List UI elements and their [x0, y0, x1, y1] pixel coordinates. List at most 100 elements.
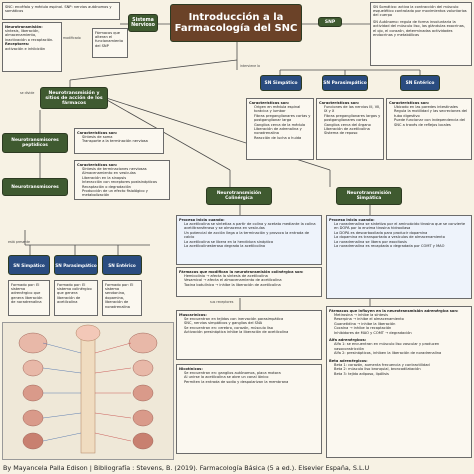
list-item: La acetilcolinesterasa degrada la acetil…: [184, 244, 319, 248]
nicotinicos-title: Nicotínicos:: [179, 366, 203, 371]
enterico-header: SN Entérico: [400, 75, 440, 91]
list-item: Ganglios cerca del órgano: [324, 123, 381, 127]
muscarinicos-title: Muscarínicos:: [179, 312, 207, 317]
list-item: Recaptación o degradación: [82, 185, 167, 189]
colinergica-label: Neurotransmisión Colinérgica: [216, 191, 262, 201]
list-item: Vesamicol → afecta el almacenamiento de …: [184, 278, 319, 282]
list-item: Regula la motilidad y las secreciones de…: [394, 109, 469, 118]
simpatica-proceso-box: Proceso inicia cuando: La noradrenalina …: [326, 215, 472, 299]
sn-somatico-text: SN Somático: activa la contracción del m…: [373, 4, 467, 18]
list-item: Ubicado en las paredes intestinales: [394, 105, 469, 109]
fundamental-text: Fármacos que alteran el funcionamiento d…: [95, 30, 124, 48]
formado-simpatico-box: Formado por: El sistema adrenérgico que …: [8, 280, 50, 316]
neurotransmision-accion-label: Neurotransmisión y sitios de acción de l…: [45, 90, 103, 106]
formado-simpatico-text: Formado por: El sistema adrenérgico que …: [11, 282, 43, 305]
list-item: Permiten la entrada de sodio y despolari…: [184, 380, 319, 384]
list-item: Sistema de reposo: [324, 131, 381, 135]
enterico-box-title: Características son:: [389, 100, 430, 105]
list-item: Inhibidores de MAO y COMT → degradación: [334, 331, 469, 335]
list-item: Guanetidina → inhibe la liberación: [334, 322, 469, 326]
enterico-label-2: SN Entérico: [108, 262, 136, 268]
list-item: Síntesis de terminaciones nerviosas: [82, 167, 167, 171]
neurotransmision-accion-header: Neurotransmisión y sitios de acción de l…: [40, 87, 108, 109]
footer-credits: By Mayancela Palla Edison | Bibliografía…: [3, 464, 370, 472]
title-banner: Introducción a la Farmacología del SNC: [170, 4, 302, 42]
colinergica-proceso-box: Proceso inicia cuando: La acetilcolina s…: [176, 215, 322, 265]
list-item: Síntesis de soma: [82, 135, 161, 139]
receptores-heading: Receptores:: [5, 42, 30, 47]
simpatica-label: Neurotransmisión Simpática: [346, 191, 392, 201]
list-item: La noradrenalina se libera por exocitosi…: [334, 240, 469, 244]
peptidicos-header: Neurotransmisores peptídicos: [2, 133, 68, 153]
neurotransmisores-caract: Características son:: [77, 162, 118, 167]
simpatico-label-2: SN Simpático: [13, 262, 45, 268]
peptidicos-label: Neurotransmisores peptídicos: [11, 138, 59, 148]
list-item: La noradrenalina se sintetiza por el ami…: [334, 222, 469, 231]
list-item: Fibras preganglionares cortas y postgang…: [254, 114, 311, 123]
simpatica-proceso-title: Proceso inicia cuando:: [329, 217, 375, 222]
simpatico-header-2: SN Simpático: [8, 255, 50, 275]
simpatica-header: Neurotransmisión Simpática: [336, 187, 402, 205]
colinergica-farmacos-box: Fármacos que modifican la neurotransmisi…: [176, 267, 322, 297]
colinergica-header: Neurotransmisión Colinérgica: [206, 187, 272, 205]
simpatico-header: SN Simpático: [260, 75, 302, 91]
list-item: Puede funcionar con independencia del SN…: [394, 118, 469, 127]
neurotransmisores-box: Características son: Síntesis de termina…: [74, 160, 170, 200]
sistema-nervioso-label: Sistema Nervioso: [131, 18, 155, 28]
snp-header: SNP: [318, 17, 342, 27]
list-item: Toxina botulínica → inhibe la liberación…: [184, 283, 319, 287]
formado-parasimpatico-box: Formado por: El sistema colinérgico que …: [54, 280, 98, 316]
list-item: Beta 3: tejido adiposo, lipólisis: [334, 372, 469, 376]
parasimpatico-label: SN Parasimpático: [323, 80, 367, 86]
list-item: Beta 1: corazón, aumenta frecuencia y co…: [334, 363, 469, 367]
list-item: Transporte a la terminación nerviosa: [82, 139, 161, 143]
beta-title: Beta adrenérgicos:: [329, 358, 368, 363]
neurotransmission-info-box: Neurotransmisión: síntesis, liberación, …: [2, 22, 62, 72]
list-item: Al unirse la acetilcolina se abre un can…: [184, 375, 319, 379]
parasimpatico-label-2: SN Parasimpático: [55, 262, 97, 268]
list-item: Almacenamiento en vesículas: [82, 171, 167, 175]
neurotransmission-text: síntesis, liberación, almacenamiento, in…: [5, 28, 54, 42]
formado-enterico-box: Formado por: El sistema serotonina, dopa…: [102, 280, 142, 316]
list-item: Ganglios cerca de la médula: [254, 123, 311, 127]
neurotransmisores-header: Neurotransmisores: [2, 178, 68, 196]
title-line-1: Introducción a la: [188, 12, 284, 23]
peptidicos-box: Características son: Síntesis de soma Tr…: [74, 128, 164, 154]
list-item: Activación presináptica inhibe la libera…: [184, 330, 319, 334]
list-item: Cocaína → inhibe la recaptación: [334, 326, 469, 330]
list-item: SNC, nervios simpáticos y ganglios del S…: [184, 321, 319, 325]
simpatico-box-title: Características son:: [249, 100, 290, 105]
list-item: Origen en médula espinal torácica y lumb…: [254, 105, 311, 114]
list-item: Hemicolinio → afecta la síntesis de acet…: [184, 274, 319, 278]
muscarinicos-box: Muscarínicos: Se encuentran en tejidos c…: [176, 310, 322, 360]
list-item: Se encuentran en: ganglios autónomos, pl…: [184, 371, 319, 375]
simpatico-box: Características son: Origen en médula es…: [246, 98, 314, 160]
list-item: Alfa 1: se encuentran en músculo liso va…: [334, 342, 469, 351]
list-item: La noradrenalina es recaptada o degradad…: [334, 244, 469, 248]
list-item: Interacción con receptores postsináptico…: [82, 180, 167, 184]
list-item: Metirosina → inhibe la síntesis: [334, 313, 469, 317]
list-item: Reserpina → inhibe el almacenamiento: [334, 317, 469, 321]
parasimpatico-box: Características son: Funciones de los ne…: [316, 98, 384, 160]
fundamental-box: Fármacos que alteran el funcionamiento d…: [92, 28, 128, 58]
list-item: Liberación de adrenalina y noradrenalina: [254, 127, 311, 136]
label-interviene: interviene la: [240, 64, 260, 68]
formado-parasimpatico-text: Formado por: El sistema colinérgico que …: [57, 282, 92, 305]
simpatico-label: SN Simpático: [264, 80, 298, 86]
label-sus-receptores: sus receptores: [210, 300, 234, 304]
enterico-box: Características son: Ubicado en las pare…: [386, 98, 472, 160]
list-item: La acetilcolina se libera en la hendidur…: [184, 240, 319, 244]
snc-snp-text: SNC: encéfalo y médula espinal. SNP: ner…: [5, 4, 112, 13]
list-item: Se encuentran en: cerebro, corazón, músc…: [184, 326, 319, 330]
anatomy-illustration-icon: [18, 324, 158, 454]
list-item: Liberación en la sinapsis: [82, 176, 167, 180]
neurotransmission-heading: Neurotransmisión:: [5, 24, 43, 29]
nicotinicos-box: Nicotínicos: Se encuentran en: ganglios …: [176, 364, 322, 454]
list-item: Funciones de los nervios III, VII, IX y …: [324, 105, 381, 114]
list-item: Fibras preganglionares largas y postgang…: [324, 114, 381, 123]
snp-label: SNP: [324, 19, 336, 25]
title-line-2: Farmacología del SNC: [174, 23, 298, 34]
list-item: Liberación de acetilcolina: [324, 127, 381, 131]
list-item: Se encuentran en tejidos con inervación …: [184, 317, 319, 321]
list-item: Alfa 2: presinápticos, inhiben la libera…: [334, 351, 469, 355]
